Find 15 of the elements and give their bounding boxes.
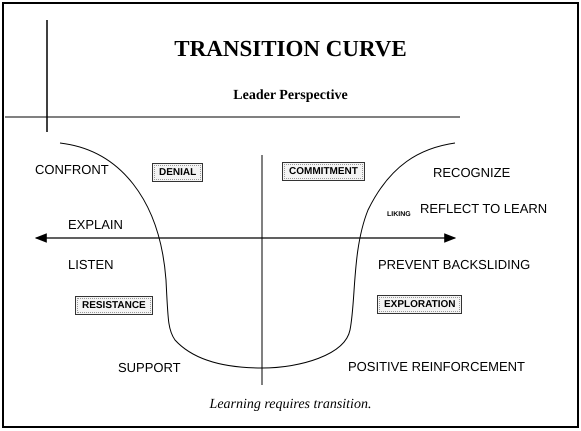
subtitle: Leader Perspective xyxy=(232,88,349,104)
action-label: PREVENT BACKSLIDING xyxy=(378,257,530,272)
action-label: CONFRONT xyxy=(35,162,109,177)
stage-box: EXPLORATION xyxy=(377,295,462,314)
action-label: LISTEN xyxy=(68,257,114,272)
action-label: SUPPORT xyxy=(118,360,181,375)
title: TRANSITION CURVE xyxy=(173,36,408,62)
action-label: POSITIVE REINFORCEMENT xyxy=(348,359,525,374)
action-label: EXPLAIN xyxy=(68,217,123,232)
stage-box: RESISTANCE xyxy=(75,296,153,315)
stage-box: COMMITMENT xyxy=(282,162,365,181)
action-label: REFLECT TO LEARN xyxy=(420,201,548,216)
caption: Learning requires transition. xyxy=(208,397,372,413)
action-label: RECOGNIZE xyxy=(433,165,510,180)
stage-box: DENIAL xyxy=(152,163,204,182)
